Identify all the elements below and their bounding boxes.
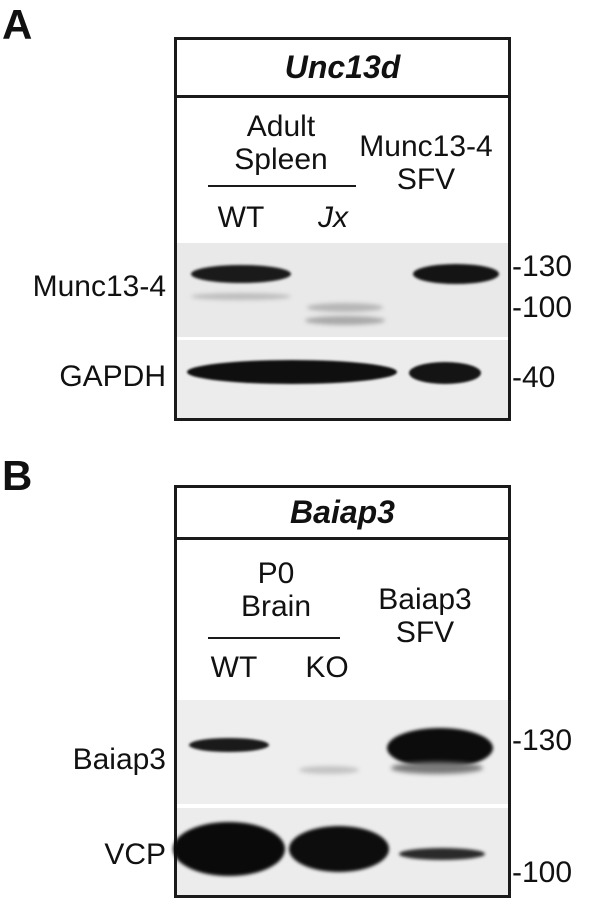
control-sample-line-1: Baiap3 bbox=[378, 583, 472, 616]
sample-group-line-2: Brain bbox=[240, 590, 312, 623]
panel-b-letter: B bbox=[2, 452, 33, 499]
panel-a-title: Unc13d bbox=[177, 40, 508, 98]
panel-a-mw-40: -40 bbox=[512, 361, 556, 394]
band-wt bbox=[191, 265, 291, 283]
sample-group-line-1: P0 bbox=[257, 557, 295, 590]
panel-b-title: Baiap3 bbox=[177, 488, 508, 540]
panel-b-sample-group: P0 Brain bbox=[206, 557, 346, 623]
band-baiap3-sfv-smear bbox=[391, 762, 483, 774]
panel-b-row-label-baiap3: Baiap3 bbox=[72, 743, 166, 776]
panel-a-lane-wt: WT bbox=[217, 201, 265, 234]
panel-b-row-label-vcp: VCP bbox=[104, 838, 166, 871]
panel-a-blot-munc13-4 bbox=[177, 243, 508, 337]
panel-a-letter: A bbox=[2, 1, 33, 48]
control-sample-line-2: SFV bbox=[395, 616, 455, 649]
band-wt-faint bbox=[191, 293, 291, 300]
control-sample-line-2: SFV bbox=[396, 163, 456, 196]
panel-b-blot-vcp bbox=[173, 808, 508, 895]
panel-a-blot-gapdh bbox=[177, 340, 508, 418]
band-vcp-sfv bbox=[399, 848, 485, 860]
panel-b-lane-ko: KO bbox=[305, 651, 349, 684]
band-gapdh-wt-jx bbox=[187, 360, 397, 384]
control-sample-line-1: Munc13-4 bbox=[359, 130, 493, 163]
band-baiap3-sfv bbox=[387, 728, 493, 768]
band-vcp-wt bbox=[173, 822, 285, 876]
band-jx-faint bbox=[307, 303, 383, 312]
band-vcp-ko bbox=[289, 826, 389, 872]
panel-a-control-sample: Munc13-4 SFV bbox=[348, 130, 504, 196]
panel-b-lane-wt: WT bbox=[210, 651, 258, 684]
panel-b-group-rule bbox=[208, 637, 340, 639]
panel-a-group-rule bbox=[208, 185, 356, 187]
band-jx-faint-2 bbox=[305, 316, 385, 325]
panel-b-mw-100: -100 bbox=[512, 856, 573, 889]
panel-a-sample-group: Adult Spleen bbox=[206, 110, 356, 176]
panel-a-mw-130: -130 bbox=[512, 250, 573, 283]
panel-a-row-label-gapdh: GAPDH bbox=[59, 360, 166, 393]
band-baiap3-ko-faint bbox=[299, 766, 359, 774]
sample-group-line-1: Adult bbox=[246, 110, 316, 143]
panel-a-row-label-munc13-4: Munc13-4 bbox=[32, 270, 166, 303]
panel-a-mw-100: -100 bbox=[512, 291, 573, 324]
panel-a-lane-jx: Jx bbox=[318, 201, 348, 234]
panel-b-blot-baiap3 bbox=[177, 700, 508, 804]
band-baiap3-wt bbox=[189, 738, 269, 752]
band-gapdh-sfv bbox=[409, 362, 481, 384]
sample-group-line-2: Spleen bbox=[234, 143, 328, 176]
panel-b-control-sample: Baiap3 SFV bbox=[366, 583, 484, 649]
panel-b-mw-130: -130 bbox=[512, 724, 573, 757]
band-sfv bbox=[413, 264, 499, 284]
